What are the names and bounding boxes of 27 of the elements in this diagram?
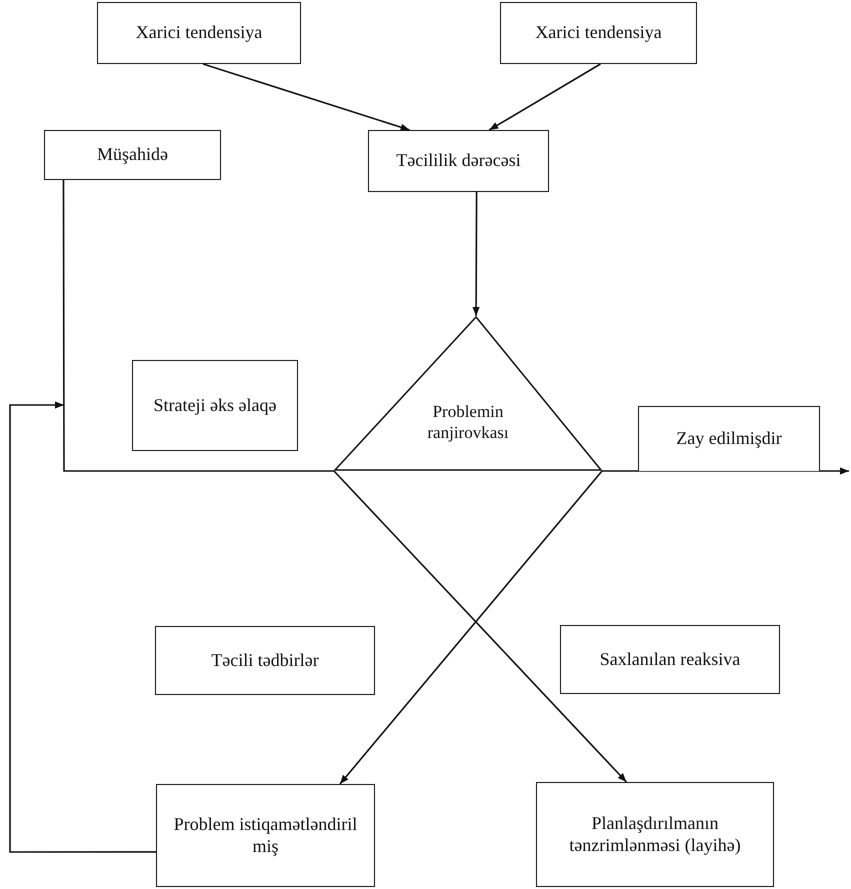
connector-line [62, 180, 334, 472]
process-box [368, 130, 549, 192]
box-label: Təcili tədbirlər [210, 648, 320, 672]
box-label: Problemin ranjirovkası [426, 401, 510, 444]
process-box [638, 406, 820, 471]
arrow [602, 467, 849, 475]
box-label: Təcililik dərəcəsi [395, 149, 522, 172]
process-box [155, 626, 375, 695]
process-box [44, 130, 221, 180]
process-box [500, 2, 697, 64]
process-box [536, 782, 774, 887]
box-label: Zay edilmişdir [675, 427, 783, 450]
process-box [97, 2, 301, 64]
box-label: Strateji əks əlaqə [152, 394, 278, 417]
process-box [132, 360, 298, 451]
box-label: Planlaşdırılmanın tənzrimlənməsi (layihə) [568, 812, 742, 857]
box-label: Problem istiqamətləndiril miş [172, 812, 358, 858]
box-label: Xarici tendensiya [534, 21, 663, 44]
box-label: Müşahidə [96, 143, 169, 166]
process-box [560, 625, 780, 694]
box-label: Xarici tendensiya [134, 21, 264, 44]
arrow [9, 401, 156, 853]
process-box [156, 784, 375, 887]
arrow [472, 192, 480, 316]
arrow [488, 63, 601, 131]
box-label: Saxlanılan reaksiva [598, 648, 742, 671]
arrow [202, 63, 410, 131]
